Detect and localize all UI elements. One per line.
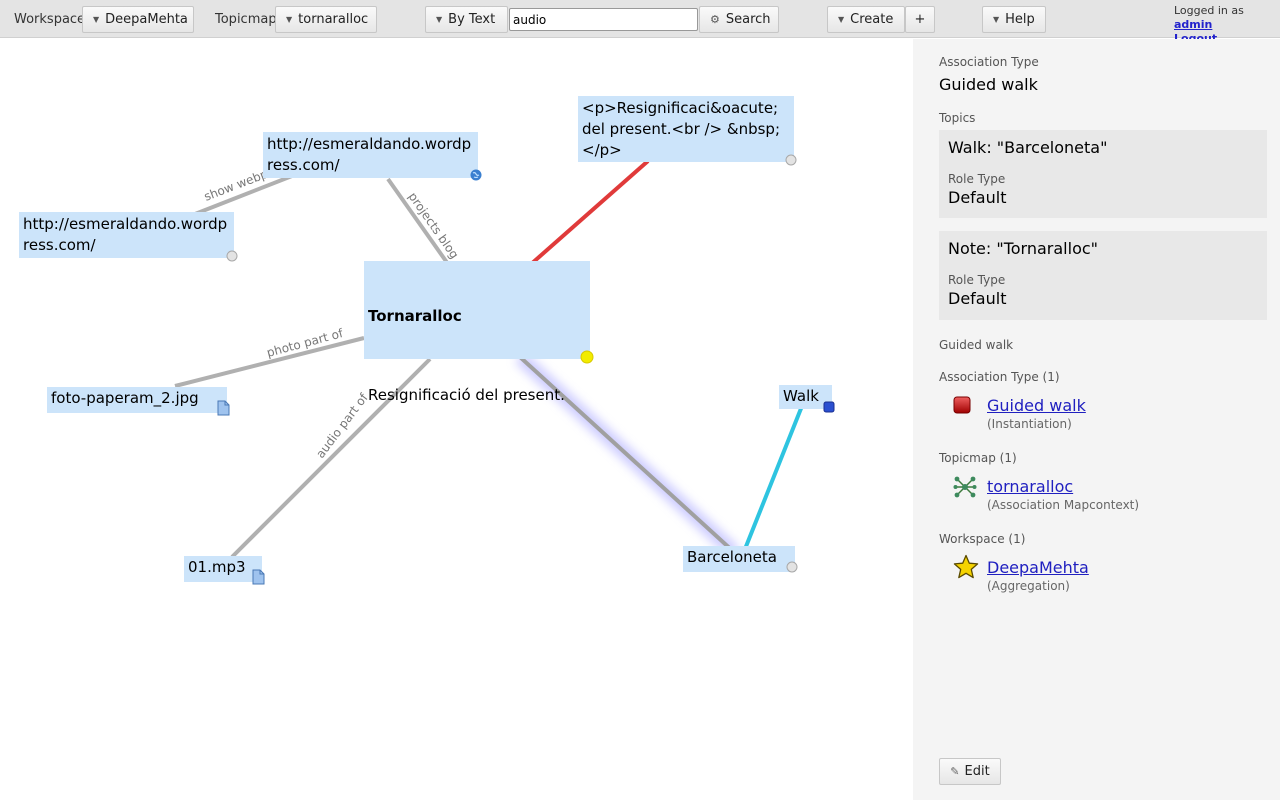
search-input[interactable] (509, 8, 698, 31)
dot-icon (226, 250, 238, 262)
association-layer: show webpage projects blog photo part of… (174, 159, 804, 559)
association-line-selected[interactable] (518, 355, 737, 555)
gear-icon: ⚙ (710, 13, 720, 26)
walk-icon (823, 401, 835, 413)
related-topicmap-sub: (Association Mapcontext) (987, 498, 1140, 512)
related-workspace-sub: (Aggregation) (987, 579, 1070, 593)
search-mode-value: By Text (448, 12, 496, 27)
add-button-label: + (914, 12, 926, 27)
related-topicmap-label: Topicmap (1) (939, 451, 1017, 465)
chevron-down-icon: ▼ (838, 15, 845, 24)
role-type-value: Default (948, 188, 1007, 207)
chevron-down-icon: ▼ (93, 15, 100, 24)
dot-icon (786, 561, 798, 573)
related-assoc-type-label: Association Type (1) (939, 370, 1060, 384)
related-workspace-link[interactable]: DeepaMehta (987, 558, 1089, 577)
search-mode-select[interactable]: ▼ By Text (425, 6, 508, 33)
topic-title: Tornaralloc (368, 307, 462, 325)
topicmap-value: tornaralloc (298, 12, 369, 27)
association-line[interactable] (174, 336, 365, 388)
workspace-value: DeepaMehta (105, 12, 188, 27)
file-icon (252, 569, 265, 585)
association-line[interactable] (230, 357, 432, 559)
search-button[interactable]: ⚙ Search (699, 6, 779, 33)
dot-icon (785, 154, 797, 166)
topic-audio-file[interactable]: 01.mp3 (184, 556, 262, 582)
association-line-note[interactable] (528, 159, 650, 267)
add-button[interactable]: + (905, 6, 935, 33)
note-icon (580, 350, 594, 364)
toolbar: Workspace ▼ DeepaMehta Topicmap ▼ tornar… (0, 0, 1280, 45)
topic-note-main[interactable]: Tornaralloc Resignificació del present. (364, 261, 590, 404)
role-type-label: Role Type (948, 172, 1006, 186)
topic-card: Walk: "Barceloneta" Role Type Default (939, 130, 1267, 218)
star-icon (953, 554, 979, 579)
assoc-type-label: Association Type (939, 55, 1039, 69)
related-assoc-type-sub: (Instantiation) (987, 417, 1072, 431)
search-button-label: Search (725, 12, 771, 27)
topic-webpage[interactable]: http://esmeraldando.wordpress.com/ (19, 212, 234, 258)
help-button[interactable]: ▼ Help (982, 6, 1046, 33)
edit-button[interactable]: ✎ Edit (939, 758, 1001, 785)
create-button-label: Create (850, 12, 894, 27)
role-type-label: Role Type (948, 273, 1006, 287)
topic-image-file[interactable]: foto-paperam_2.jpg (47, 387, 227, 413)
detail-panel: Association Type Guided walk Topics Walk… (913, 39, 1280, 800)
topic-place[interactable]: Barceloneta (683, 546, 795, 572)
username-link[interactable]: admin (1174, 18, 1213, 31)
association-line-walk[interactable] (743, 405, 804, 550)
workspace-select[interactable]: ▼ DeepaMehta (82, 6, 194, 33)
topic-card-title: Walk: "Barceloneta" (948, 138, 1108, 157)
topicmap-canvas[interactable]: show webpage projects blog photo part of… (0, 39, 913, 800)
related-caption: Guided walk (939, 338, 1014, 352)
topic-note-html[interactable]: <p>Resignificaci&oacute; del present.<br… (578, 96, 794, 162)
topicmap-select[interactable]: ▼ tornaralloc (275, 6, 377, 33)
topic-body: Resignificació del present. (368, 386, 565, 404)
related-workspace-label: Workspace (1) (939, 532, 1026, 546)
topic-card-title: Note: "Tornaralloc" (948, 239, 1099, 258)
workspace-label: Workspace (14, 12, 86, 27)
topic-card: Note: "Tornaralloc" Role Type Default (939, 231, 1267, 320)
chevron-down-icon: ▼ (286, 15, 293, 24)
network-icon (953, 476, 977, 498)
topics-label: Topics (939, 111, 976, 125)
file-icon (217, 400, 230, 416)
chevron-down-icon: ▼ (993, 15, 1000, 24)
create-button[interactable]: ▼ Create (827, 6, 905, 33)
related-topicmap-link[interactable]: tornaralloc (987, 477, 1074, 496)
logged-in-text: Logged in as (1174, 4, 1244, 17)
topicmap-label: Topicmap (215, 12, 277, 27)
related-assoc-type-link[interactable]: Guided walk (987, 396, 1086, 415)
assoc-type-value: Guided walk (939, 75, 1038, 94)
chevron-down-icon: ▼ (436, 15, 443, 24)
red-square-icon (953, 396, 971, 414)
topic-webpage[interactable]: http://esmeraldando.wordpress.com/ (263, 132, 478, 178)
globe-icon (470, 169, 482, 181)
pencil-icon: ✎ (950, 765, 960, 778)
role-type-value: Default (948, 289, 1007, 308)
edge-label: projects blog (406, 190, 462, 262)
edit-button-label: Edit (964, 764, 990, 779)
help-button-label: Help (1005, 12, 1035, 27)
topic-walk[interactable]: Walk (779, 385, 832, 409)
association-line[interactable] (386, 177, 450, 266)
